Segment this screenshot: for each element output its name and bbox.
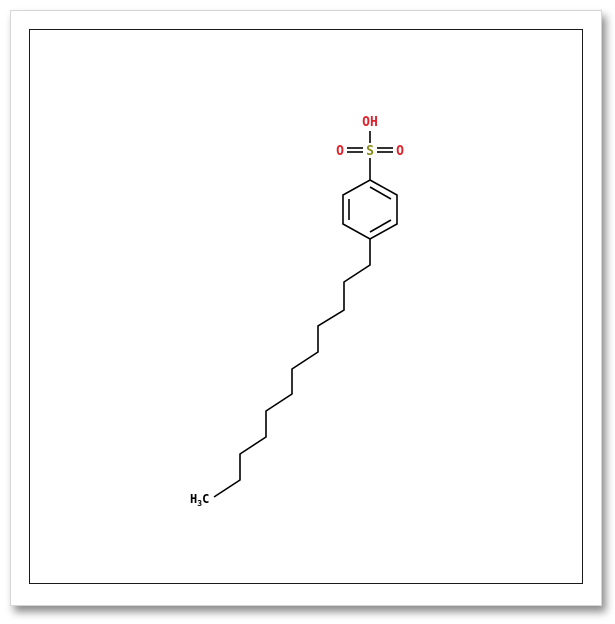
- benzene-ring: [342, 179, 398, 240]
- atom-labels: OH S O O H3C: [190, 115, 404, 508]
- ring-double-2: [369, 219, 392, 233]
- methyl-label: H3C: [190, 492, 209, 508]
- ring-outer: [342, 179, 398, 240]
- methyl-h: H: [190, 492, 197, 506]
- structure-frame: [29, 29, 583, 584]
- hydroxyl-label: OH: [362, 115, 378, 130]
- sulfonyl-bonds: [347, 131, 393, 180]
- methyl-subscript: 3: [197, 499, 202, 508]
- methyl-c: C: [202, 492, 209, 506]
- alkyl-chain: [213, 239, 371, 498]
- sulfur-label: S: [366, 144, 374, 159]
- oxygen-left-label: O: [336, 144, 344, 159]
- image-card: [10, 10, 602, 606]
- ring-double-1: [369, 186, 392, 200]
- oxygen-right-label: O: [396, 144, 404, 159]
